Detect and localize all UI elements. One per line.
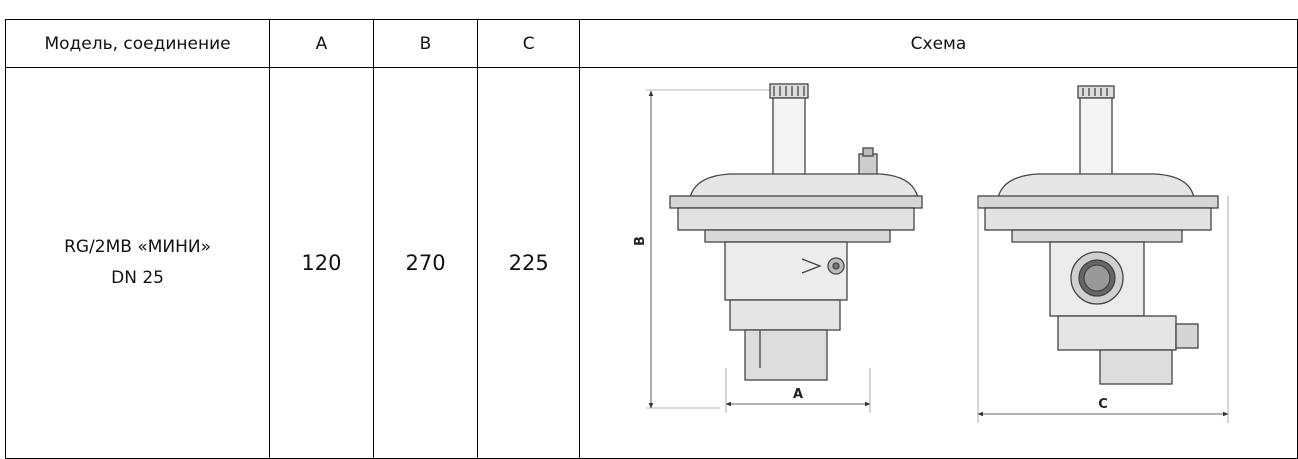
header-a: A xyxy=(269,19,374,68)
header-model: Модель, соединение xyxy=(4,19,271,68)
regulator-spec-table: Модель, соединение A B C Схема RG/2MB «М… xyxy=(4,19,1298,459)
value-c: 225 xyxy=(477,67,580,459)
dimension-label-c: C xyxy=(1098,397,1108,412)
scheme-cell: B A C xyxy=(578,67,1298,459)
model-connection: DN 25 xyxy=(111,268,164,288)
value-b: 270 xyxy=(372,67,479,459)
regulator-side-view xyxy=(645,83,923,413)
header-scheme: Схема xyxy=(578,19,1298,68)
dimension-label-b: B xyxy=(633,236,648,246)
regulator-scheme-drawing: B A C xyxy=(633,83,1229,423)
header-c: C xyxy=(477,19,580,68)
model-cell: RG/2MB «МИНИ» DN 25 xyxy=(4,67,271,459)
header-b: B xyxy=(372,19,479,68)
table-header-row: Модель, соединение A B C Схема xyxy=(4,19,1298,68)
table-row: RG/2MB «МИНИ» DN 25 120 270 225 xyxy=(4,67,1298,459)
value-a: 120 xyxy=(269,67,374,459)
model-name: RG/2MB «МИНИ» xyxy=(64,237,212,257)
dimension-label-a: A xyxy=(793,387,803,402)
regulator-front-view xyxy=(977,85,1229,423)
